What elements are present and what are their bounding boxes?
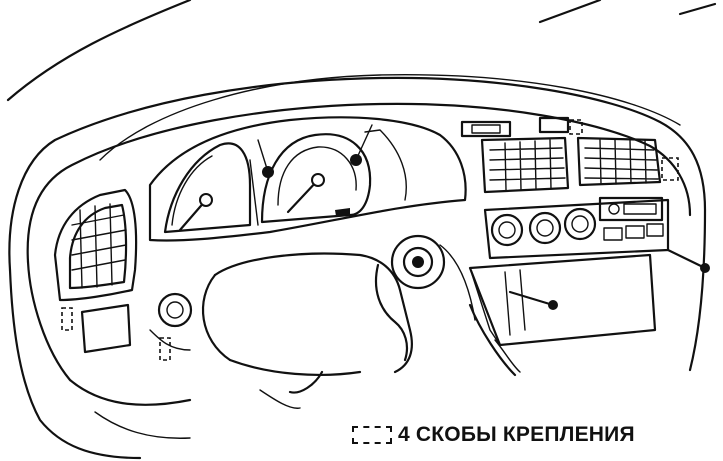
dashboard-shell xyxy=(8,76,707,460)
climate-panel xyxy=(483,196,670,260)
steering-column xyxy=(201,234,521,409)
left-air-vent xyxy=(53,188,138,302)
legend: 4 СКОБЫ КРЕПЛЕНИЯ xyxy=(352,420,635,450)
center-upper-controls xyxy=(460,116,583,138)
center-console xyxy=(468,248,710,347)
clip-markers xyxy=(61,307,171,361)
clip-marker xyxy=(61,307,73,331)
legend-label: 4 СКОБЫ КРЕПЛЕНИЯ xyxy=(398,423,635,446)
left-lower-panel xyxy=(80,292,193,354)
instrument-cluster xyxy=(148,116,467,242)
center-air-vents xyxy=(480,136,679,194)
dashed-bracket-icon xyxy=(352,426,392,444)
windshield-lines xyxy=(6,0,717,161)
clip-marker xyxy=(159,337,171,361)
